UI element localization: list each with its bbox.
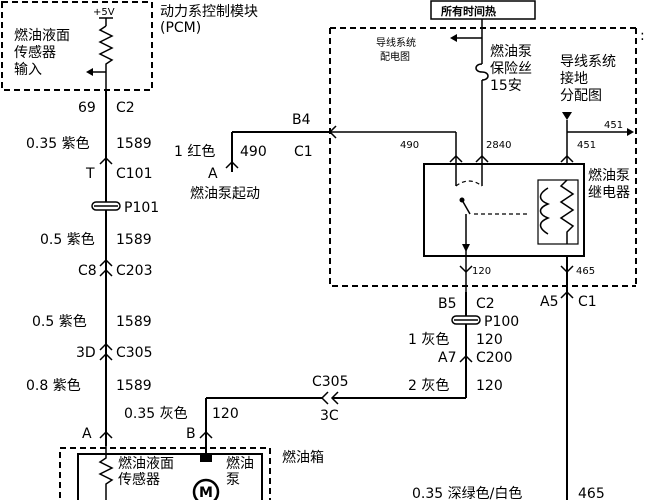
pcm-sensor-input-line1: 燃油液面	[14, 27, 70, 44]
fuel-pump-relay	[423, 163, 585, 257]
conn-p101: P101	[124, 200, 159, 216]
fuse-15a-icon	[475, 63, 489, 81]
conn-c8: C8	[78, 263, 97, 279]
tank-sensor-line1: 燃油液面	[118, 455, 174, 472]
fuel-level-sensor-icon	[98, 446, 114, 500]
wire-2840-label: 2840	[486, 140, 511, 151]
right-gauge: 0.35 深绿色/白色	[412, 485, 522, 500]
seg2-circuit: 1589	[116, 232, 152, 248]
wire-451-label: 451	[577, 140, 596, 151]
tank-sender-assembly	[77, 453, 263, 500]
start-circuit: 490	[240, 144, 267, 160]
start-gauge: 1 红色	[174, 143, 215, 160]
conn-c305-mid-mark	[320, 391, 329, 405]
fuel-pump-motor-icon	[192, 478, 220, 500]
ground-dist-line1: 导线系统	[560, 54, 616, 70]
conn-c305-mid: C305	[312, 374, 349, 390]
relay-line2: 继电器	[588, 185, 630, 201]
conn-c1-right: C1	[578, 294, 597, 310]
tank-sensor-line2: 传感器	[118, 471, 160, 488]
seg1-circuit: 1589	[116, 136, 152, 152]
conn-c101-mark	[99, 156, 113, 165]
pcm-input-arrow-icon	[86, 68, 93, 76]
wire-120-label: 120	[472, 266, 491, 277]
relay-resistor-icon	[559, 179, 575, 244]
tank-title: 燃油箱	[282, 449, 324, 466]
conn-p100: P100	[484, 314, 519, 330]
mid-circuit1: 120	[476, 332, 503, 348]
ground-dist-line2: 接地	[560, 70, 588, 87]
seg4-gauge: 0.8 紫色	[26, 377, 81, 394]
mid-circuit3: 120	[212, 406, 239, 422]
tank-pump-line1: 燃油	[226, 455, 254, 472]
conn-c2-left: C2	[116, 100, 135, 116]
pcm-voltage: +5V	[93, 7, 115, 18]
conn-c203-mark	[99, 268, 113, 277]
conn-c203: C203	[116, 263, 153, 279]
mid-circuit2: 120	[476, 378, 503, 394]
power-dist-line1: 导线系统	[376, 36, 416, 49]
mid-gauge3: 0.35 灰色	[124, 405, 188, 422]
wire-451b-label: 451	[604, 120, 623, 131]
conn-c1-start: C1	[294, 144, 313, 160]
relay-switch-contact	[461, 199, 471, 215]
wire-451-arrow-icon	[627, 128, 634, 136]
seg3-gauge: 0.5 紫色	[32, 313, 87, 330]
fuse-line2: 保险丝	[490, 61, 532, 77]
start-pin-a: A	[208, 166, 218, 182]
seg4-circuit: 1589	[116, 378, 152, 394]
mid-gauge2: 2 灰色	[408, 377, 449, 394]
wire-465-label: 465	[576, 266, 595, 277]
pin-a5: A5	[540, 294, 558, 310]
pin-69: 69	[78, 100, 96, 116]
pcm-sensor-input-line3: 输入	[14, 62, 42, 78]
motor-label: M	[199, 485, 213, 500]
ground-dist-arrow-icon	[562, 112, 572, 120]
hot-at-all-times-badge	[430, 0, 536, 20]
pcm-subtitle: (PCM)	[160, 20, 201, 36]
pin-b4: B4	[292, 112, 311, 128]
fuse-box-border	[329, 28, 636, 287]
fuel-tank-box	[59, 447, 271, 500]
relay-coil-icon	[539, 187, 551, 235]
start-label: 燃油泵起动	[190, 185, 260, 202]
wire-490-label: 490	[400, 140, 419, 151]
right-circuit: 465	[578, 486, 605, 500]
tank-pump-line2: 泵	[226, 472, 240, 488]
pin-b5: B5	[438, 296, 457, 312]
pin-a-tank: A	[82, 426, 92, 442]
conn-c101: C101	[116, 166, 153, 182]
conn-3d: 3D	[76, 345, 96, 361]
fuse-line3: 15安	[490, 78, 522, 94]
pin-b-tank: B	[186, 426, 196, 442]
pcm-module-box	[1, 1, 153, 91]
seg3-circuit: 1589	[116, 314, 152, 330]
relay-line1: 燃油泵	[588, 167, 630, 184]
pcm-title: 动力系控制模块	[160, 4, 258, 20]
power-dist-arrow-icon	[450, 34, 457, 42]
seg1-gauge: 0.35 紫色	[26, 135, 90, 152]
conn-c200: C200	[476, 350, 513, 366]
mid-gauge1: 1 灰色	[408, 331, 449, 348]
conn-c305-mark	[99, 352, 113, 361]
fuse-line1: 燃油泵	[490, 43, 532, 60]
pcm-pullup-resistor	[98, 25, 114, 72]
conn-c2-mid: C2	[476, 296, 495, 312]
pcm-sensor-input-line2: 传感器	[14, 44, 56, 61]
svg-text::: :	[640, 28, 645, 44]
conn-t: T	[85, 166, 95, 182]
conn-c305-left: C305	[116, 345, 153, 361]
pin-a7: A7	[438, 350, 456, 366]
hot-badge-text: 所有时间热	[441, 4, 496, 18]
ground-dist-line3: 分配图	[560, 88, 602, 104]
conn-3c: 3C	[320, 408, 339, 424]
power-dist-line2: 配电图	[380, 50, 410, 63]
seg2-gauge: 0.5 紫色	[40, 231, 95, 248]
